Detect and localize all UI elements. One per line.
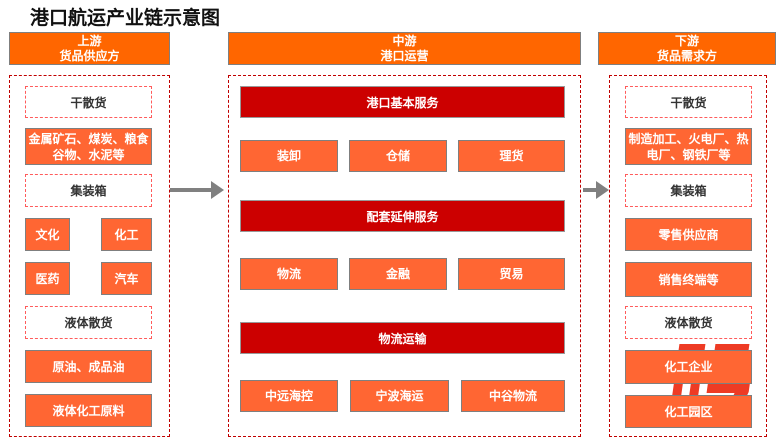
item-box: 汽车 — [101, 262, 152, 295]
item-box: 原油、成品油 — [25, 350, 152, 383]
page-title: 港口航运产业链示意图 — [30, 7, 221, 29]
item-box: 制造加工、火电厂、热电厂、钢铁厂等 — [625, 128, 752, 165]
item-box: 零售供应商 — [625, 218, 752, 251]
midstream-subtitle: 港口运营 — [380, 48, 429, 63]
item-box: 金属矿石、煤炭、粮食谷物、水泥等 — [25, 128, 152, 165]
downstream-title: 下游 — [674, 33, 699, 48]
arrow-right-icon — [170, 181, 224, 199]
item-box: 装卸 — [240, 140, 338, 172]
item-box: 理货 — [458, 140, 565, 172]
item-box: 化工园区 — [625, 395, 752, 428]
arrow-right-icon — [583, 181, 609, 199]
category-label: 液体散货 — [25, 306, 152, 339]
upstream-subtitle: 货品供应方 — [59, 48, 120, 63]
midstream-header: 中游港口运营 — [228, 32, 581, 65]
category-label: 集装箱 — [625, 174, 752, 207]
item-box: 销售终端等 — [625, 262, 752, 297]
downstream-subtitle: 货品需求方 — [656, 48, 717, 63]
category-label: 液体散货 — [625, 306, 752, 339]
category-label: 干散货 — [25, 86, 152, 118]
upstream-title: 上游 — [77, 33, 102, 48]
item-box: 物流 — [240, 258, 338, 290]
section-bar: 港口基本服务 — [240, 86, 565, 118]
company-box: 中远海控 — [240, 380, 338, 412]
item-box: 化工企业 — [625, 350, 752, 384]
item-box: 文化 — [25, 218, 70, 251]
item-box: 化工 — [101, 218, 152, 251]
category-label: 集装箱 — [25, 174, 152, 207]
company-box: 宁波海运 — [350, 380, 449, 412]
item-box: 液体化工原料 — [25, 394, 152, 427]
midstream-title: 中游 — [392, 33, 417, 48]
downstream-header: 下游货品需求方 — [598, 32, 776, 65]
upstream-header: 上游货品供应方 — [9, 32, 170, 65]
section-bar: 配套延伸服务 — [240, 200, 565, 232]
item-box: 医药 — [25, 262, 70, 295]
category-label: 干散货 — [625, 86, 752, 118]
item-box: 贸易 — [458, 258, 565, 290]
section-bar: 物流运输 — [240, 322, 565, 354]
company-box: 中谷物流 — [461, 380, 565, 412]
item-box: 金融 — [349, 258, 447, 290]
item-box: 仓储 — [349, 140, 447, 172]
